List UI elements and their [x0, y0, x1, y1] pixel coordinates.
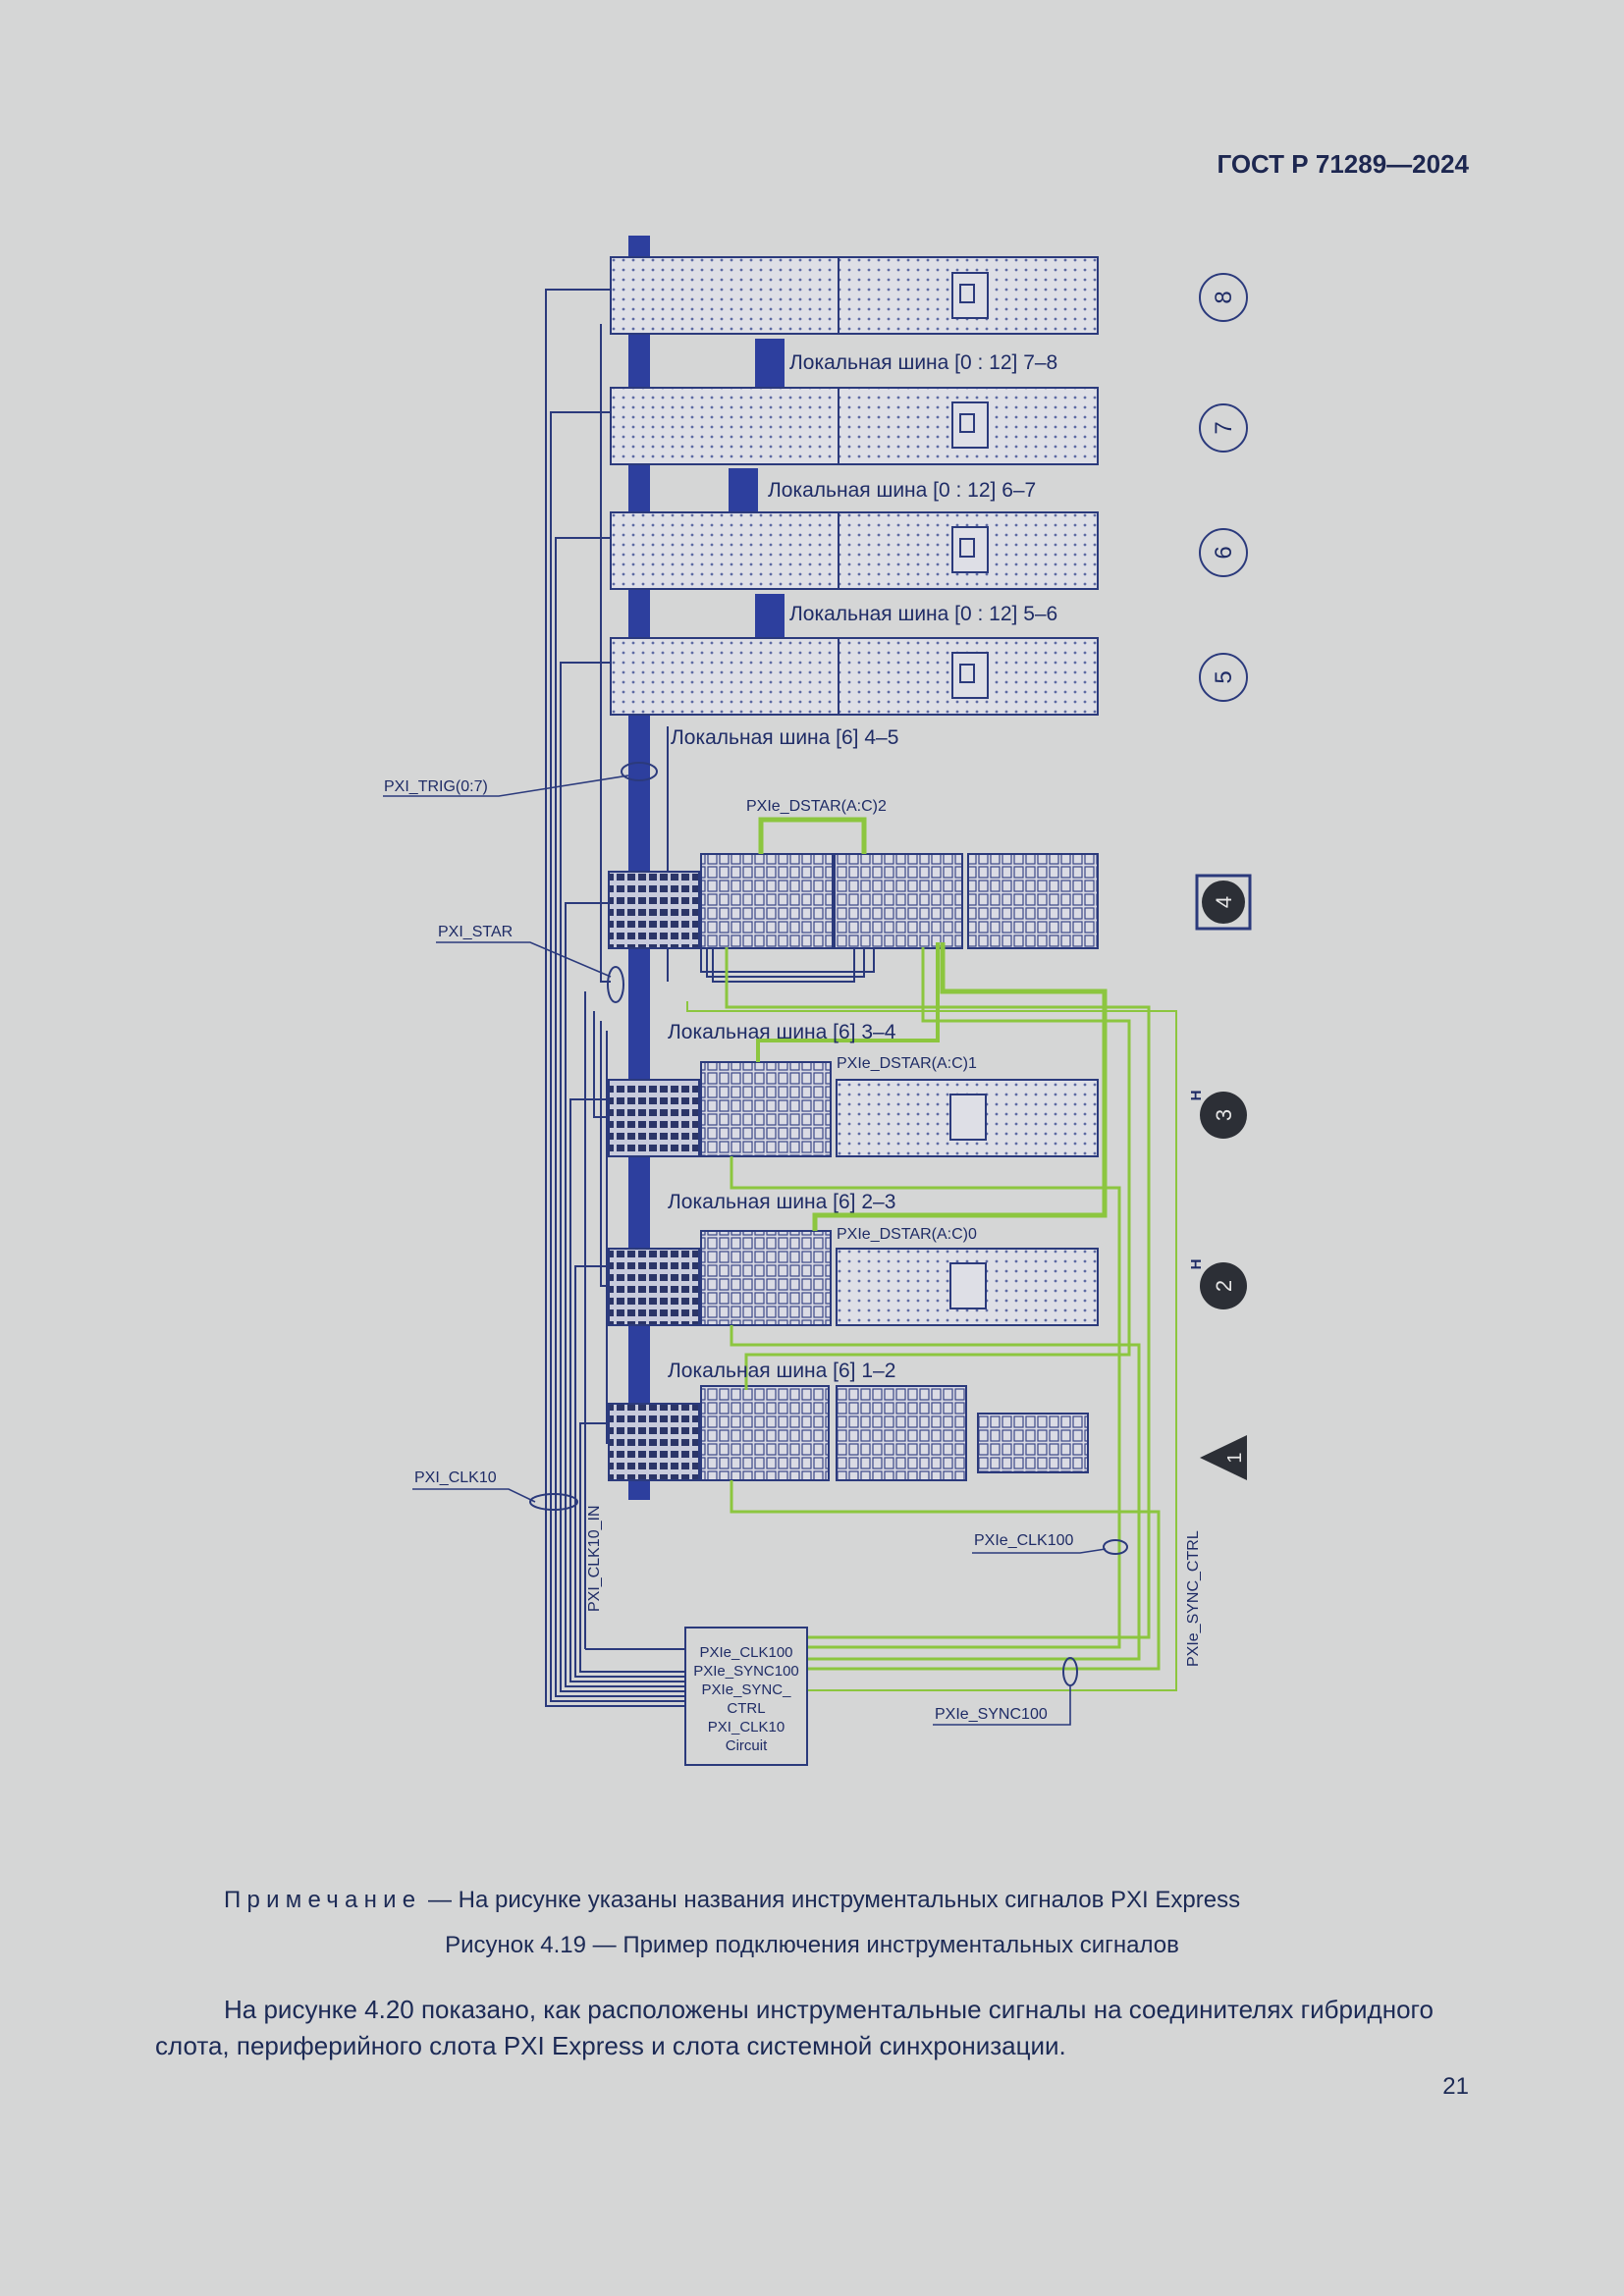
svg-text:7: 7: [1211, 421, 1237, 434]
svg-text:PXIe_CLK100: PXIe_CLK100: [699, 1644, 792, 1661]
local-bus-label-2-3: Локальная шина [6] 2–3: [668, 1191, 895, 1213]
local-bus-label-1-2: Локальная шина [6] 1–2: [668, 1360, 895, 1382]
star-bundle-marker: [607, 966, 624, 1003]
svg-text:5: 5: [1211, 670, 1237, 683]
figure-note: Примечание — На рисунке указаны названия…: [224, 1887, 1240, 1914]
local-bus-label-3-4: Локальная шина [6] 3–4: [668, 1021, 896, 1043]
slot-6-connectors: [610, 511, 1099, 590]
svg-text:Circuit: Circuit: [726, 1737, 768, 1754]
svg-text:PXIe_SYNC100: PXIe_SYNC100: [693, 1663, 799, 1680]
local-bus-label-4-5: Локальная шина [6] 4–5: [671, 726, 898, 749]
local-bus-label-7-8: Локальная шина [0 : 12] 7–8: [789, 351, 1057, 374]
label-pxi-clk10-in: PXI_CLK10_IN: [586, 1505, 603, 1612]
local-bus-label-6-7: Локальная шина [0 : 12] 6–7: [768, 479, 1036, 502]
svg-text:1: 1: [1224, 1452, 1246, 1463]
svg-text:2: 2: [1212, 1280, 1236, 1292]
body-paragraph-text: На рисунке 4.20 показано, как расположен…: [155, 1995, 1434, 2060]
slot-marker-4: 4: [1195, 874, 1252, 931]
slot-marker-6: 6: [1199, 528, 1248, 577]
svg-text:8: 8: [1211, 291, 1237, 303]
document-id: ГОСТ Р 71289—2024: [1217, 149, 1469, 179]
page-number: 21: [1442, 2073, 1469, 2100]
sync100-bundle-marker: [1062, 1657, 1078, 1686]
label-pxie-clk100: PXIe_CLK100: [974, 1532, 1074, 1549]
slot-marker-2: 2 H: [1188, 1259, 1247, 1309]
clk100-bundle-marker: [1103, 1539, 1128, 1555]
svg-text:CTRL: CTRL: [727, 1700, 765, 1717]
body-paragraph: На рисунке 4.20 показано, как расположен…: [155, 1992, 1471, 2064]
figure-caption: Рисунок 4.19 — Пример подключения инстру…: [445, 1932, 1179, 1958]
slot-1-connectors: [608, 1385, 1089, 1481]
label-pxi-clk10: PXI_CLK10: [414, 1469, 497, 1486]
slot-marker-7: 7: [1199, 403, 1248, 453]
slot-marker-3: 3 H: [1188, 1091, 1247, 1139]
slot-3-connectors: [608, 1061, 1099, 1157]
svg-text:PXIe_SYNC_: PXIe_SYNC_: [702, 1682, 792, 1698]
green-signal-wires: [686, 817, 1177, 1691]
note-text: — На рисунке указаны названия инструмент…: [421, 1887, 1241, 1913]
svg-text:6: 6: [1211, 546, 1237, 559]
label-pxie-sync-ctrl: PXIe_SYNC_CTRL: [1185, 1530, 1202, 1667]
local-bus-bar-5-6: [755, 594, 785, 639]
note-prefix: Примечание: [224, 1887, 422, 1913]
local-bus-label-5-6: Локальная шина [0 : 12] 5–6: [789, 603, 1057, 625]
svg-text:3: 3: [1212, 1109, 1236, 1121]
svg-text:4: 4: [1212, 896, 1236, 908]
label-pxie-sync100: PXIe_SYNC100: [935, 1706, 1048, 1723]
signal-connection-diagram: PXIe_CLK100 PXIe_SYNC100 PXIe_SYNC_ CTRL…: [383, 236, 1252, 1766]
slot-marker-5: 5: [1199, 653, 1248, 702]
slot-2-connectors: [608, 1230, 1099, 1326]
slot-marker-8: 8: [1199, 273, 1248, 322]
label-pxie-dstar1: PXIe_DSTAR(A:C)1: [837, 1055, 977, 1072]
slot-5-connectors: [610, 637, 1099, 716]
label-pxie-dstar0: PXIe_DSTAR(A:C)0: [837, 1226, 977, 1243]
svg-text:PXI_CLK10: PXI_CLK10: [708, 1719, 785, 1735]
clock-circuit-text: PXIe_CLK100 PXIe_SYNC100 PXIe_SYNC_ CTRL…: [693, 1644, 799, 1754]
local-bus-bar-6-7: [729, 468, 758, 513]
local-bus-bar-7-8: [755, 339, 785, 388]
leader-lines: [383, 774, 1107, 1726]
navy-signal-wires: [545, 289, 875, 1707]
label-pxie-dstar2: PXIe_DSTAR(A:C)2: [746, 798, 887, 815]
slot-7-connectors: [610, 387, 1099, 465]
trig-bundle-marker: [621, 762, 658, 781]
clk10-bundle-marker: [529, 1493, 578, 1511]
svg-text:H: H: [1188, 1091, 1205, 1101]
label-pxi-trig: PXI_TRIG(0:7): [384, 778, 488, 795]
clock-circuit-box: [684, 1627, 808, 1766]
svg-text:H: H: [1188, 1259, 1205, 1270]
label-pxi-star: PXI_STAR: [438, 924, 513, 940]
slot-4-connectors: [608, 853, 1099, 949]
slot-marker-1: 1: [1200, 1435, 1247, 1480]
slot-8-connectors: [610, 256, 1099, 335]
